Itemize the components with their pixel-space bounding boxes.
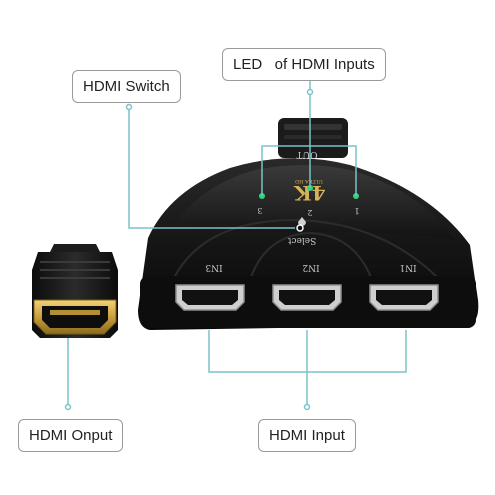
callout-line-led-bracket [261, 145, 357, 196]
port-label-in1: IN1 [399, 262, 416, 272]
callout-hdmi-input: HDMI Input [258, 419, 356, 452]
hdmi-port-in1 [369, 284, 439, 311]
callout-lines [64, 81, 407, 411]
callout-hdmi-switch: HDMI Switch [72, 70, 181, 103]
callout-line-switch [128, 105, 295, 229]
port-label-in2: IN2 [302, 262, 319, 272]
hdmi-port-in2 [272, 284, 342, 311]
ultra-hd-label: ULTRA HD [295, 178, 323, 184]
hdmi-output-plug [32, 244, 118, 338]
callout-hdmi-onput: HDMI Onput [18, 419, 124, 452]
callout-led-inputs: LED of HDMI Inputs [222, 48, 386, 81]
out-label: OUT [297, 149, 318, 159]
callout-dot-onput [64, 403, 72, 411]
callout-dot-input [303, 403, 311, 411]
select-button-icon [298, 217, 306, 226]
hdmi-port-in3 [175, 284, 245, 311]
led-number-2: 2 [307, 208, 312, 217]
callout-dot-switch [296, 224, 304, 232]
port-label-in3: IN3 [205, 262, 222, 272]
output-cable [278, 118, 348, 158]
select-label: Select [287, 235, 316, 245]
led-number-3: 3 [257, 206, 262, 215]
hdmi-input-ports [175, 284, 439, 311]
callout-dot-led [306, 88, 314, 96]
callout-dot-switch-top [125, 103, 133, 111]
led-number-1: 1 [354, 206, 359, 215]
